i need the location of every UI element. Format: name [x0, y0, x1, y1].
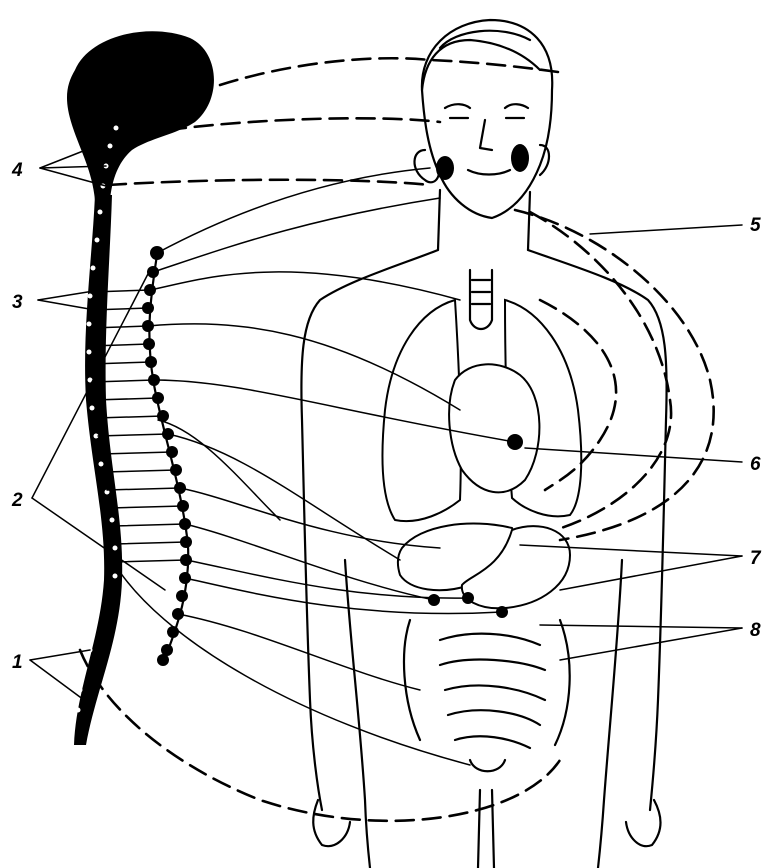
- intestines: [404, 620, 570, 748]
- parotid-right: [511, 144, 529, 172]
- neck: [438, 190, 530, 250]
- label-8: 8: [750, 620, 761, 641]
- sympathetic-trunk: [142, 246, 192, 666]
- label-3: 3: [12, 292, 23, 313]
- parotid-left: [436, 156, 454, 180]
- spinal-cord: [74, 195, 122, 745]
- organs: [382, 270, 581, 771]
- label-7: 7: [750, 548, 762, 569]
- bladder: [470, 760, 505, 771]
- label-5: 5: [750, 215, 761, 236]
- label-4: 4: [11, 160, 23, 181]
- trachea: [470, 270, 492, 329]
- label-1: 1: [12, 652, 23, 673]
- heart: [449, 364, 539, 492]
- brain: [67, 31, 214, 200]
- left-hand: [313, 800, 350, 846]
- label-6: 6: [750, 454, 761, 475]
- right-hand: [626, 800, 661, 846]
- label-2: 2: [11, 490, 23, 511]
